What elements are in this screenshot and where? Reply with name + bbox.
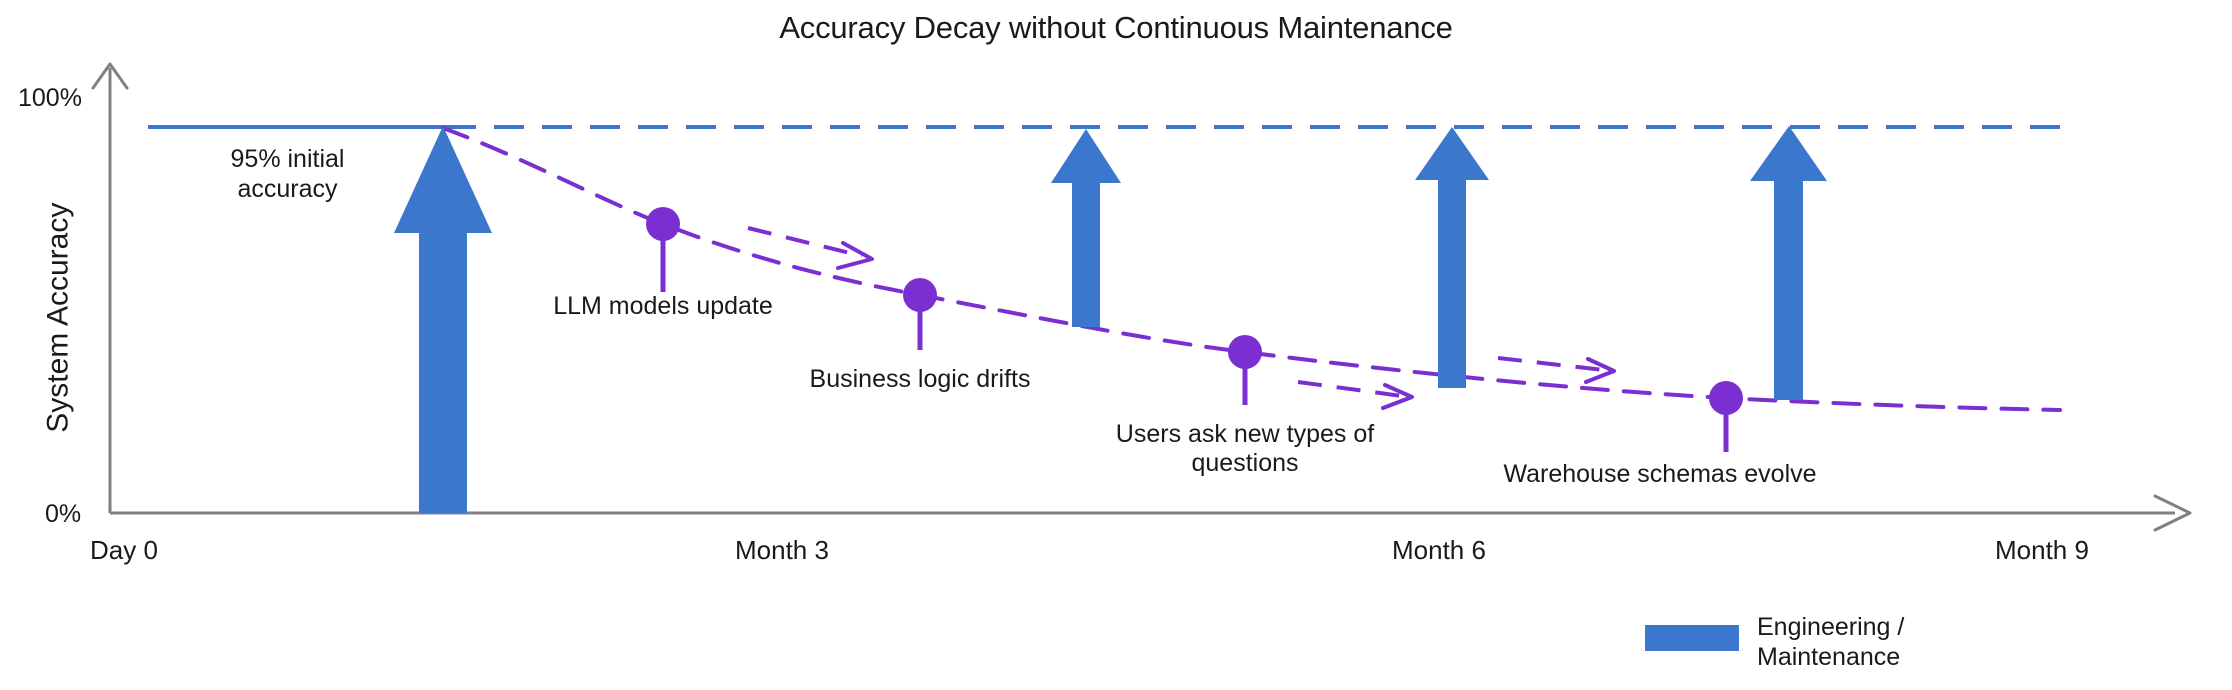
event-pin-llm-models-update [646,207,680,292]
event-label-llm-models-update: LLM models update [553,292,773,320]
y-axis-tick-100: 100% [18,84,82,112]
x-axis-tick-month-9: Month 9 [1995,535,2089,565]
event-label-warehouse-schemas-evolve: Warehouse schemas evolve [1503,460,1817,488]
maintenance-arrow-1 [394,126,492,513]
maintenance-arrow-2 [1051,129,1121,327]
event-pin-business-logic-drifts [903,278,937,350]
maintenance-arrow-4 [1750,126,1827,400]
legend-label-engineering-maintenance: Engineering / Maintenance [1757,613,1905,671]
legend-color-swatch [1645,625,1739,651]
event-pin-warehouse-schemas-evolve [1709,381,1743,452]
x-axis-tick-day-0: Day 0 [90,535,158,565]
accuracy-decay-curve [441,126,2062,412]
maintenance-arrow-3 [1415,127,1489,388]
y-axis [91,62,129,513]
decay-direction-arrow-2 [1297,380,1414,410]
event-label-business-logic-drifts: Business logic drifts [809,365,1031,393]
decay-direction-arrow-3 [1497,356,1616,384]
chart-title: Accuracy Decay without Continuous Mainte… [779,10,1453,45]
x-axis-tick-month-6: Month 6 [1392,535,1486,565]
baseline-annotation-label: 95% initial accuracy [230,145,345,203]
decay-direction-arrow-1 [747,226,874,270]
x-axis-tick-month-3: Month 3 [735,535,829,565]
y-axis-tick-0: 0% [45,500,82,528]
event-label-users-ask-new-questions: Users ask new types of questions [1115,420,1375,477]
event-pin-users-ask-new-questions [1228,335,1262,405]
